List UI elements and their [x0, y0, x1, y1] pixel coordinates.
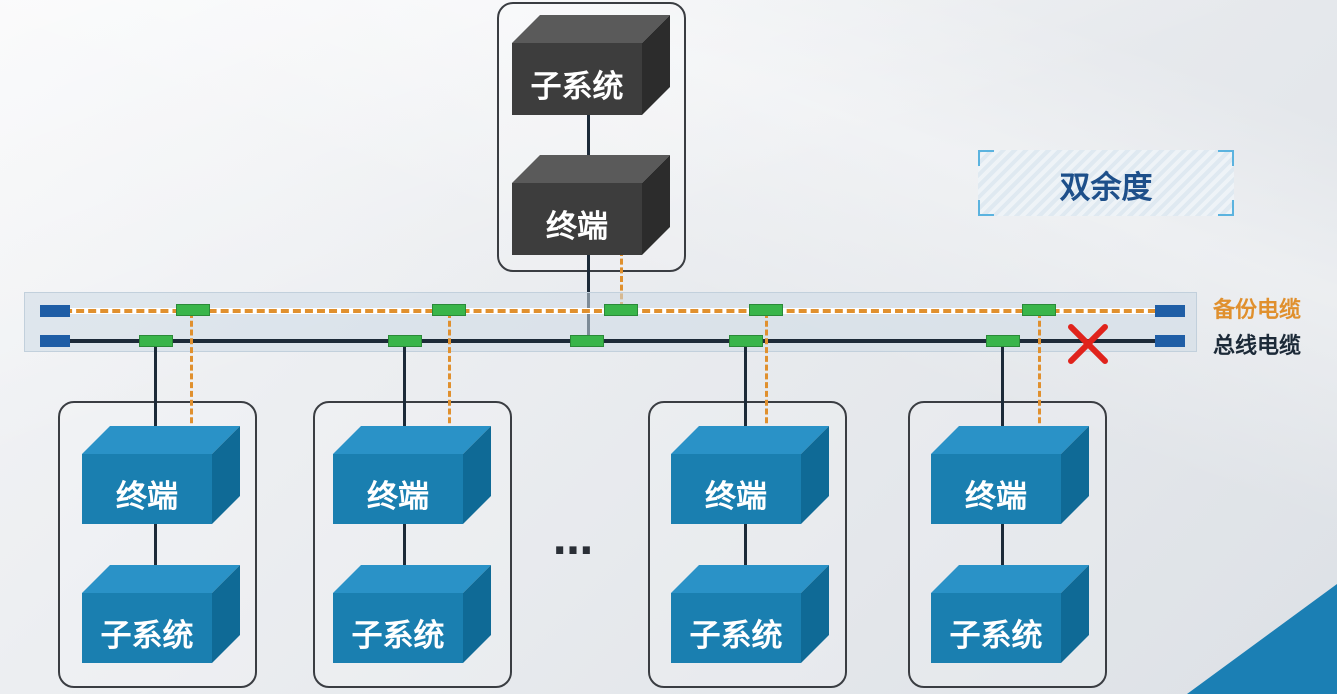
group-1-subsystem-label: 子系统	[100, 618, 194, 654]
group-2-subsystem-cube: 子系统	[333, 565, 491, 663]
callout-corner-br	[1218, 200, 1234, 216]
group-2-terminal-label: 终端	[367, 479, 429, 515]
redundancy-label: 双余度	[1059, 170, 1153, 206]
bus-band	[24, 292, 1197, 352]
group-1-backup-link	[190, 312, 193, 432]
top-subsystem-link	[587, 112, 590, 160]
group-1-terminal-label: 终端	[116, 479, 178, 515]
top-terminal-backup-link	[620, 250, 623, 308]
group-4-subsystem-label: 子系统	[949, 618, 1043, 654]
bus-cable-label: 总线电缆	[1213, 334, 1302, 359]
bus-cable-line	[40, 339, 1180, 343]
bus-coupler-4	[986, 335, 1020, 347]
bus-coupler-3	[729, 335, 763, 347]
group-3-subsystem-cube: 子系统	[671, 565, 829, 663]
group-3-inner-link	[744, 522, 747, 570]
backup-coupler-4	[1022, 304, 1056, 316]
backup-coupler-2	[432, 304, 466, 316]
group-4-bus-link	[1001, 342, 1004, 432]
backup-coupler-1	[176, 304, 210, 316]
top-terminal-cube: 终端	[512, 155, 670, 255]
bus-coupler-1	[139, 335, 173, 347]
bus-coupler-top	[570, 335, 604, 347]
backup-cable-right-terminator	[1155, 305, 1185, 317]
group-1-bus-link	[154, 342, 157, 432]
group-4-inner-link	[1001, 522, 1004, 570]
backup-coupler-3	[749, 304, 783, 316]
top-subsystem-cube: 子系统	[512, 15, 670, 115]
bus-coupler-2	[388, 335, 422, 347]
bus-cable-right-terminator	[1155, 335, 1185, 347]
callout-corner-tl	[978, 150, 994, 166]
callout-corner-bl	[978, 200, 994, 216]
redundancy-callout: 双余度	[978, 150, 1234, 216]
group-3-backup-link	[765, 312, 768, 432]
backup-cable-label: 备份电缆	[1213, 298, 1302, 323]
backup-coupler-top	[604, 304, 638, 316]
group-4-subsystem-cube: 子系统	[931, 565, 1089, 663]
group-2-backup-link	[448, 312, 451, 432]
bus-cable-left-terminator	[40, 335, 70, 347]
group-2-bus-link	[403, 342, 406, 432]
group-2-inner-link	[403, 522, 406, 570]
callout-corner-tr	[1218, 150, 1234, 166]
group-2-subsystem-label: 子系统	[351, 618, 445, 654]
group-3-terminal-cube: 终端	[671, 426, 829, 524]
group-4-terminal-cube: 终端	[931, 426, 1089, 524]
backup-cable-left-terminator	[40, 305, 70, 317]
group-3-terminal-label: 终端	[705, 479, 767, 515]
group-4-terminal-label: 终端	[965, 479, 1027, 515]
cross-icon	[1068, 324, 1108, 364]
group-1-inner-link	[154, 522, 157, 570]
group-1-subsystem-cube: 子系统	[82, 565, 240, 663]
group-3-subsystem-label: 子系统	[689, 618, 783, 654]
corner-decoration	[1187, 584, 1337, 694]
top-terminal-label: 终端	[546, 209, 608, 245]
group-2-terminal-cube: 终端	[333, 426, 491, 524]
group-1-terminal-cube: 终端	[82, 426, 240, 524]
group-3-bus-link	[744, 342, 747, 432]
group-4-backup-link	[1038, 312, 1041, 432]
top-subsystem-label: 子系统	[530, 69, 624, 105]
ellipsis: …	[553, 518, 595, 564]
